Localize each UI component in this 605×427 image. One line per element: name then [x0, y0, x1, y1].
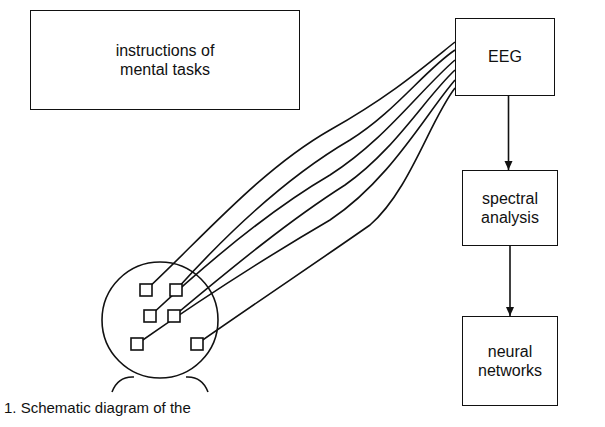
box-label: neural networks: [470, 342, 550, 380]
electrode: [140, 284, 152, 296]
flow-arrow: [508, 96, 510, 170]
flow-arrow: [509, 246, 511, 316]
box-label: instructions of mental tasks: [98, 41, 233, 79]
shoulder-line: [186, 377, 208, 392]
process-box: instructions of mental tasks: [30, 10, 300, 110]
electrode: [131, 338, 143, 350]
electrode-wire: [137, 80, 455, 344]
process-box: EEG: [455, 18, 555, 96]
head-outline: [102, 262, 218, 378]
box-label: spectral analysis: [470, 189, 550, 227]
electrode: [168, 310, 180, 322]
process-box: spectral analysis: [462, 170, 558, 246]
electrode: [191, 338, 203, 350]
box-label: EEG: [488, 47, 522, 66]
figure-caption: 1. Schematic diagram of the: [4, 399, 191, 416]
process-box: neural networks: [462, 316, 558, 406]
electrode: [144, 310, 156, 322]
electrode-wire: [197, 88, 455, 344]
shoulder-line: [112, 377, 134, 392]
electrode: [170, 284, 182, 296]
